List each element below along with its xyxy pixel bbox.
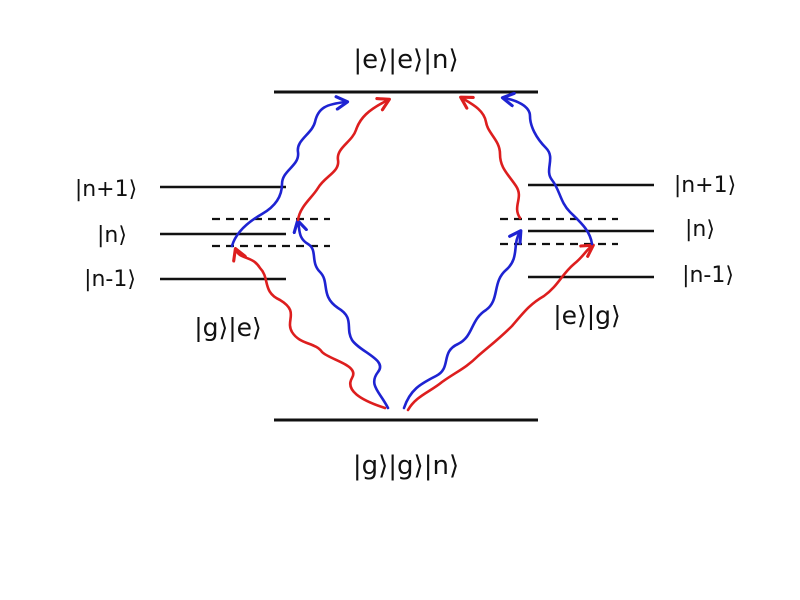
red-photon-left-lower <box>232 246 387 410</box>
left-mid-state-label: |g⟩|e⟩ <box>194 313 262 342</box>
top-state-label: |e⟩|e⟩|n⟩ <box>353 45 458 75</box>
red-photon-right-lower <box>406 243 595 412</box>
blue-photon-right-lower <box>402 229 523 410</box>
right-level-label-n-minus-1: |n-1⟩ <box>682 263 734 288</box>
left-level-label-n-minus-1: |n-1⟩ <box>84 267 136 292</box>
bottom-state-label: |g⟩|g⟩|n⟩ <box>353 451 459 481</box>
left-level-label-n: |n⟩ <box>97 223 127 248</box>
blue-photon-left-lower <box>292 218 390 410</box>
right-mid-state-label: |e⟩|g⟩ <box>553 301 621 330</box>
red-photon-left-upper <box>296 97 391 222</box>
blue-photon-left-upper <box>230 95 350 248</box>
left-level-label-n-plus-1: |n+1⟩ <box>75 177 137 202</box>
right-level-label-n: |n⟩ <box>685 217 715 242</box>
right-level-label-n-plus-1: |n+1⟩ <box>674 173 736 198</box>
blue-photon-right-upper <box>500 91 594 246</box>
red-photon-right-upper <box>459 95 522 220</box>
